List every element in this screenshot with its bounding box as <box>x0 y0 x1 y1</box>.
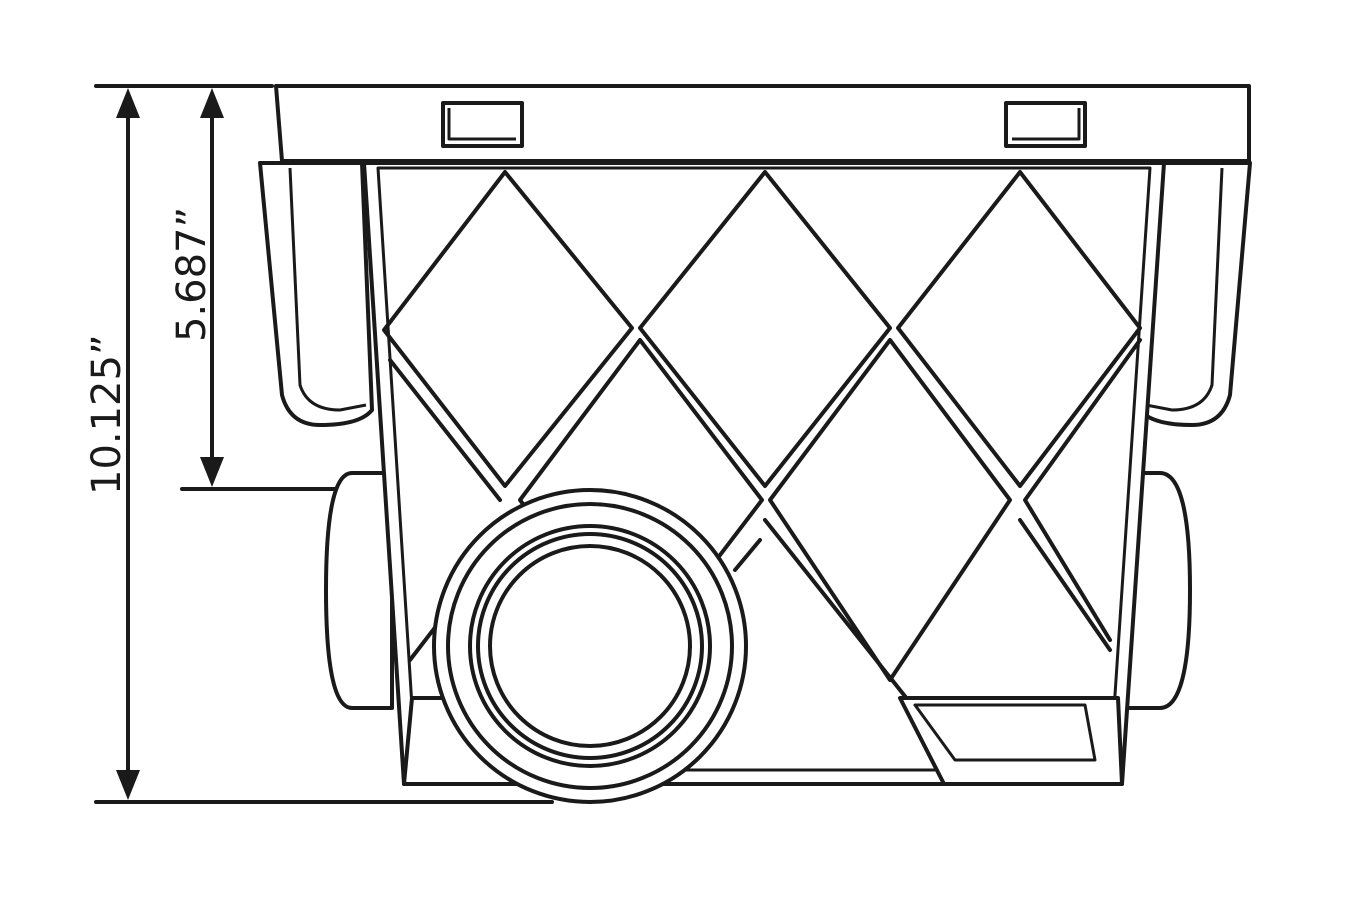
overall-height-label: 10.125” <box>84 334 130 495</box>
side-flanges <box>258 161 1252 427</box>
grate-rim <box>274 84 1251 163</box>
outlet-pipe <box>432 488 748 804</box>
grate-slots <box>441 101 1087 148</box>
dimension-rim-to-outlet: 5.687” <box>169 88 554 491</box>
rim-to-outlet-label: 5.687” <box>169 207 215 342</box>
dimension-overall-height: 10.125” <box>84 84 554 804</box>
